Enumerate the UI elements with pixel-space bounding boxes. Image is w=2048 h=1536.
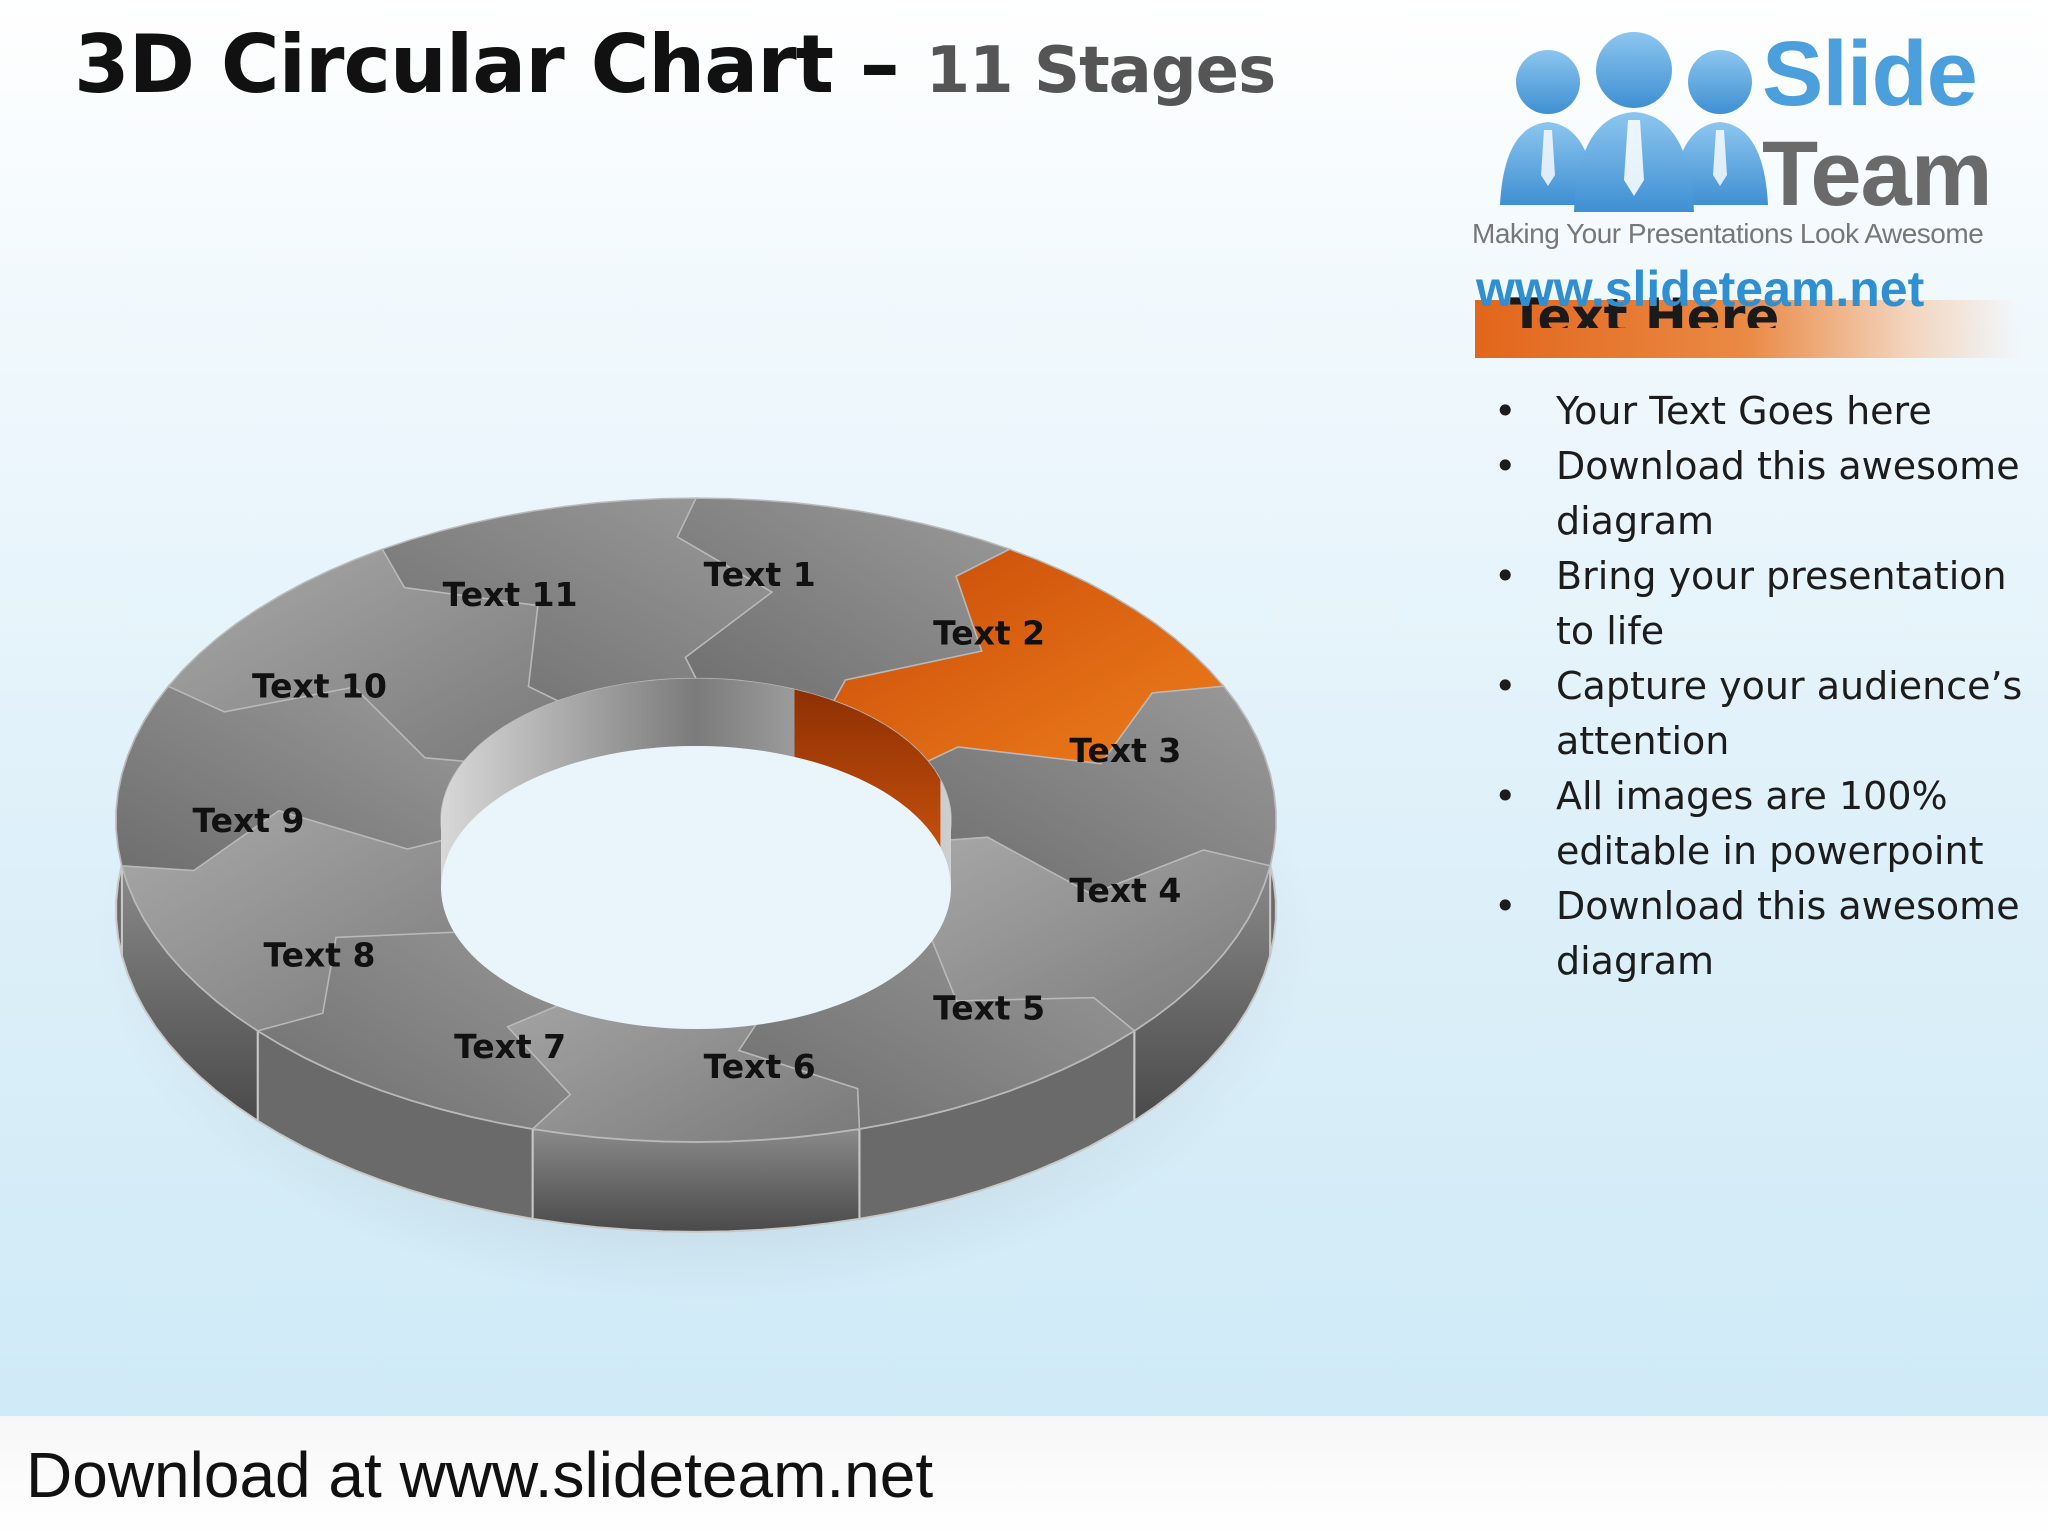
bullet-item: • Bring your presentation to life [1490, 549, 2030, 659]
stage-label-10: Text 10 [252, 667, 387, 706]
logo-word-team: Team [1762, 123, 1993, 225]
footer: Download at www.slideteam.net [0, 1416, 2048, 1536]
circular-chart: Text 1 Text 2 Text 3 Text 4 Text 5 Text 6 Text… [96, 497, 1316, 1302]
page-title: 3D Circular Chart – 11 Stages [74, 18, 1277, 111]
title-sub: 11 Stages [925, 34, 1277, 108]
stage-label-5: Text 5 [933, 989, 1045, 1028]
stage-label-3: Text 3 [1069, 731, 1181, 770]
stage-label-1: Text 1 [704, 555, 816, 594]
bullet-item: • Your Text Goes here [1490, 384, 2030, 439]
bullet-glyph: • [1494, 389, 1517, 433]
logo-tagline: Making Your Presentations Look Awesome [1472, 218, 1984, 249]
bullet-item: • All images are 100% editable in powerpo… [1490, 769, 2030, 879]
stage-label-2: Text 2 [933, 613, 1045, 652]
logo-url: www.slideteam.net [1476, 261, 1925, 317]
ring-wall-segment-6 [531, 1127, 861, 1233]
stage-label-9: Text 9 [192, 801, 304, 840]
stage-label-7: Text 7 [454, 1027, 566, 1066]
footer-download-text: Download at www.slideteam.net [26, 1439, 934, 1511]
bullet-text: Download this awesome diagram [1556, 884, 2020, 983]
section-heading: Text Here [1510, 288, 1780, 328]
bullet-glyph: • [1494, 774, 1517, 818]
bullet-item: • Download this awesome diagram [1490, 879, 2030, 989]
bullet-glyph: • [1494, 444, 1517, 488]
bullet-text: Your Text Goes here [1556, 389, 1932, 433]
stage-label-6: Text 6 [704, 1047, 816, 1086]
people-group-icon [1500, 32, 1768, 212]
slideteam-logo: Slide Team Making Your Presentations Loo… [1470, 20, 2030, 320]
section-accent-bar [1475, 300, 2020, 358]
bullet-text: Bring your presentation to life [1556, 554, 2007, 653]
inner-wall-highlight [794, 689, 941, 848]
title-separator: – [832, 18, 926, 111]
stage-label-11: Text 11 [443, 575, 578, 614]
bullet-glyph: • [1494, 664, 1517, 708]
stage-label-4: Text 4 [1069, 871, 1181, 910]
bullet-text: Capture your audience’s attention [1556, 664, 2023, 763]
bullet-text: All images are 100% editable in powerpoi… [1556, 774, 1984, 873]
bullet-glyph: • [1494, 884, 1517, 928]
bullet-glyph: • [1494, 554, 1517, 598]
ring-inner-wall [441, 678, 951, 888]
bullet-list: • Your Text Goes here • Download this awes… [1490, 384, 2030, 989]
bullet-text: Download this awesome diagram [1556, 444, 2020, 543]
stage-label-8: Text 8 [263, 935, 375, 974]
bullet-item: • Capture your audience’s attention [1490, 659, 2030, 769]
ring-hole [441, 745, 951, 1030]
bullet-item: • Download this awesome diagram [1490, 439, 2030, 549]
title-main: 3D Circular Chart [74, 18, 834, 111]
stage-labels: Text 1 Text 2 Text 3 Text 4 Text 5 Text 6 Text… [192, 555, 1181, 1086]
logo-word-slide: Slide [1762, 23, 1978, 125]
